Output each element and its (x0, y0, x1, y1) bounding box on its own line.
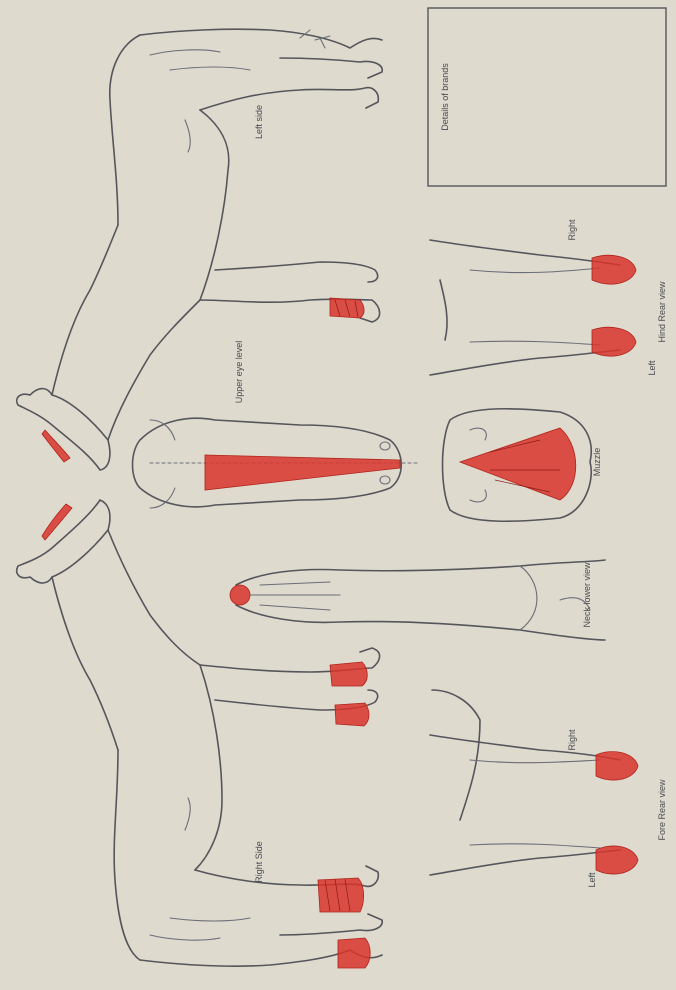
hind-left-hoof-marking (592, 327, 636, 356)
label-details-of-brands: Details of brands (440, 63, 450, 131)
label-right-side: Right Side (254, 841, 264, 883)
fore-right-hoof-marking (596, 752, 638, 780)
label-hind-rear-view: Hind Rear view (657, 281, 667, 343)
label-muzzle: Muzzle (592, 448, 602, 477)
label-hind-right: Right (567, 219, 577, 241)
right-hind-leg-marking-1 (318, 878, 364, 912)
label-fore-rear-view: Fore Rear view (657, 779, 667, 841)
label-hind-left: Left (647, 360, 657, 376)
hind-rear-view-outline (430, 240, 620, 375)
hind-right-hoof-marking (592, 255, 636, 284)
label-upper-eye-level: Upper eye level (234, 341, 244, 404)
fore-left-hoof-marking (596, 846, 638, 874)
right-fore-leg-marking-2 (335, 703, 369, 726)
fore-rear-view-outline (430, 690, 620, 875)
face-blaze-marking (205, 455, 400, 490)
neck-end-marking (230, 585, 250, 605)
left-side-horse-outline (17, 29, 382, 470)
right-hind-leg-marking-2 (338, 938, 370, 968)
label-neck-lower-view: Neck lower view (582, 562, 592, 628)
label-left-side: Left side (254, 105, 264, 139)
label-fore-right: Right (567, 729, 577, 751)
neck-lower-view-outline (236, 560, 605, 640)
details-of-brands-box (428, 8, 666, 186)
left-face-marking (42, 430, 70, 462)
right-fore-leg-marking-1 (330, 662, 367, 686)
label-fore-left: Left (587, 872, 597, 888)
muzzle-marking (460, 428, 576, 500)
